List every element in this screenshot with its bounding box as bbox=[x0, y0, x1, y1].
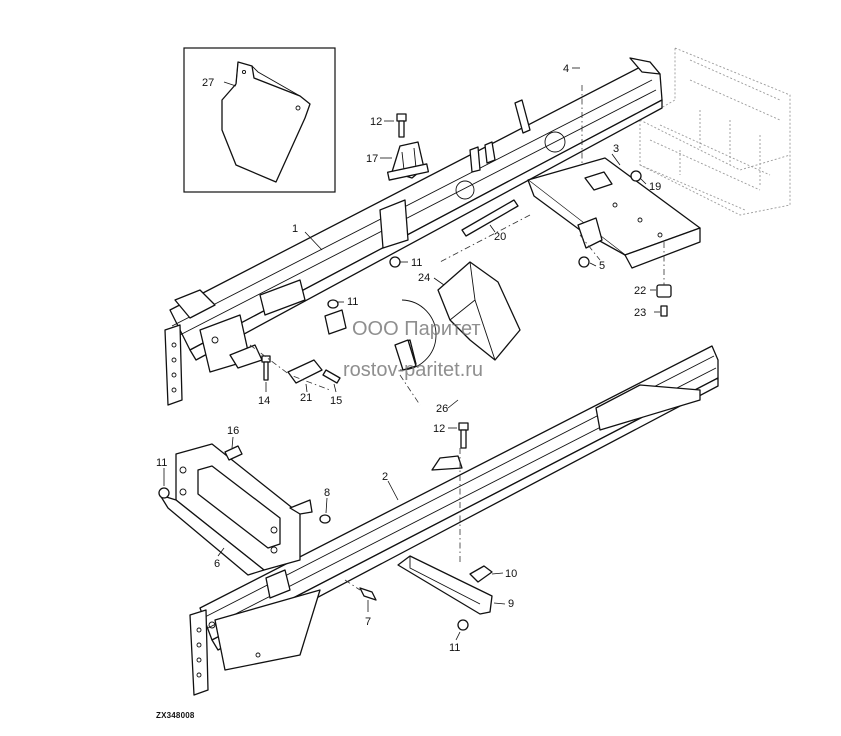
callout-5: 5 bbox=[599, 260, 605, 272]
watermark-line2: rostov-paritet.ru bbox=[343, 359, 483, 381]
bolt-part-15 bbox=[322, 369, 341, 384]
callout-leaders bbox=[163, 67, 660, 641]
callout-26: 26 bbox=[436, 403, 448, 415]
callout-17: 17 bbox=[366, 153, 378, 165]
ghost-background-assembly bbox=[639, 47, 791, 216]
bumper-part-22 bbox=[656, 284, 672, 298]
watermark: ООО Паритет rostov-paritet.ru bbox=[343, 299, 483, 381]
callout-2: 2 bbox=[382, 471, 388, 483]
bolt-part-23 bbox=[660, 305, 668, 317]
watermark-line1: ООО Паритет bbox=[352, 318, 481, 340]
bolt-part-14 bbox=[261, 355, 271, 381]
bracket-part-17 bbox=[386, 141, 430, 181]
spacer-part-11-mid bbox=[324, 299, 347, 335]
callout-11-upper: 11 bbox=[411, 257, 422, 269]
callout-7: 7 bbox=[365, 616, 371, 628]
nut-part-11-lower bbox=[457, 619, 469, 631]
callout-15: 15 bbox=[330, 395, 342, 407]
nut-part-5 bbox=[578, 256, 590, 268]
bolt-part-12-lower bbox=[458, 422, 469, 449]
callout-14: 14 bbox=[258, 395, 270, 407]
callout-12-lower: 12 bbox=[433, 423, 445, 435]
bolt-part-12-upper bbox=[396, 113, 407, 138]
frame-rail-part-2 bbox=[189, 345, 719, 696]
nut-part-11-left bbox=[158, 487, 170, 499]
frame-rail-part-1 bbox=[164, 57, 663, 406]
rod-part-20 bbox=[461, 199, 519, 237]
guard-part-24 bbox=[437, 261, 521, 361]
inset-detail-box bbox=[183, 47, 336, 193]
callout-20: 20 bbox=[494, 231, 506, 243]
callout-11-left: 11 bbox=[156, 457, 167, 469]
callout-23: 23 bbox=[634, 307, 646, 319]
frame-bracket-part-6 bbox=[159, 443, 313, 576]
mount-plate-part-3 bbox=[527, 157, 701, 269]
assembly-centerlines bbox=[249, 85, 665, 591]
bolt-part-16 bbox=[224, 445, 243, 461]
clip-part-10 bbox=[469, 565, 493, 583]
callout-16: 16 bbox=[227, 425, 239, 437]
callout-27: 27 bbox=[202, 77, 214, 89]
callout-1: 1 bbox=[292, 223, 298, 235]
callout-24: 24 bbox=[418, 272, 430, 284]
callout-9: 9 bbox=[508, 598, 514, 610]
callout-8: 8 bbox=[324, 487, 330, 499]
callout-21: 21 bbox=[300, 392, 312, 404]
callout-6: 6 bbox=[214, 558, 220, 570]
nut-part-11-upper bbox=[389, 256, 401, 268]
bolt-part-7 bbox=[359, 587, 377, 601]
callout-4: 4 bbox=[563, 63, 569, 75]
callout-10: 10 bbox=[505, 568, 517, 580]
plate-part-21 bbox=[287, 359, 323, 384]
callout-3: 3 bbox=[613, 143, 619, 155]
callout-12-upper: 12 bbox=[370, 116, 382, 128]
callout-11-mid: 11 bbox=[347, 296, 358, 308]
support-bracket-part-9 bbox=[397, 555, 493, 615]
callout-22: 22 bbox=[634, 285, 646, 297]
callout-labels: 1 2 3 4 5 6 7 8 9 10 11 11 11 11 12 12 1… bbox=[156, 63, 661, 654]
callout-19: 19 bbox=[649, 181, 661, 193]
callout-11-lower: 11 bbox=[449, 642, 460, 654]
plug-part-8 bbox=[319, 514, 331, 524]
figure-code: ZX348008 bbox=[156, 711, 195, 720]
nut-part-19 bbox=[630, 170, 642, 182]
